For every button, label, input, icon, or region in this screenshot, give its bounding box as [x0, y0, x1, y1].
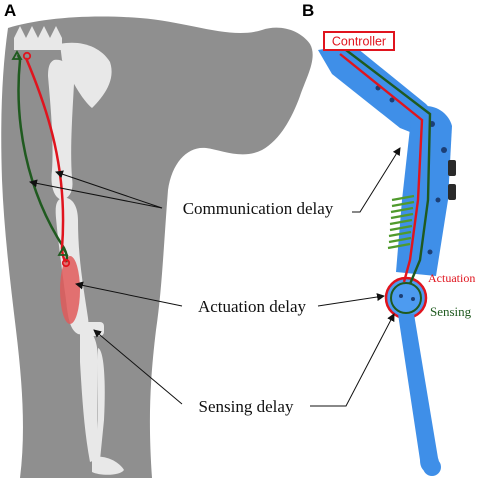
robot-spring — [387, 194, 415, 250]
robot-motor-cable — [339, 53, 424, 283]
act-arrow-a — [75, 281, 183, 307]
act-arrow-b — [317, 293, 385, 307]
comm-arrow-a-red — [55, 170, 163, 209]
panel-a — [1, 16, 313, 478]
sense-arrow-b — [310, 313, 395, 407]
actuation-delay-label: Actuation delay — [198, 297, 307, 316]
panel-label-b: B — [302, 1, 314, 20]
robot-details — [375, 85, 456, 255]
comm-arrow-b — [352, 147, 401, 213]
panel-b: Controller Actuation Sensing — [318, 31, 475, 476]
robot-thigh — [318, 44, 433, 136]
sensing-label: Sensing — [430, 304, 472, 319]
sensing-delay-label: Sensing delay — [199, 397, 294, 416]
muscle-shape — [60, 256, 80, 324]
actuation-label: Actuation — [428, 271, 475, 285]
sensor-neuron-marker — [11, 50, 23, 60]
callouts: Communication delay Actuation delay Sens… — [29, 147, 401, 416]
motor-pathway — [24, 57, 67, 263]
muscle-junction-marker — [61, 258, 71, 268]
animal-silhouette — [1, 16, 313, 478]
controller-box — [323, 31, 395, 51]
sense-arrow-a — [93, 329, 183, 405]
motor-neuron-marker — [22, 51, 32, 61]
robot-sensor-cable — [345, 49, 432, 285]
controller-label: Controller — [332, 35, 386, 49]
communication-delay-label: Communication delay — [183, 199, 334, 218]
comm-arrow-a-green — [29, 179, 163, 209]
spindle-marker — [57, 246, 69, 256]
robot-shank — [396, 105, 452, 276]
panel-label-a: A — [4, 1, 16, 20]
robot-ankle-inner — [390, 282, 422, 314]
robot-foot — [398, 314, 440, 474]
robot-foot-tip — [423, 458, 441, 476]
sensory-pathway — [17, 59, 69, 263]
